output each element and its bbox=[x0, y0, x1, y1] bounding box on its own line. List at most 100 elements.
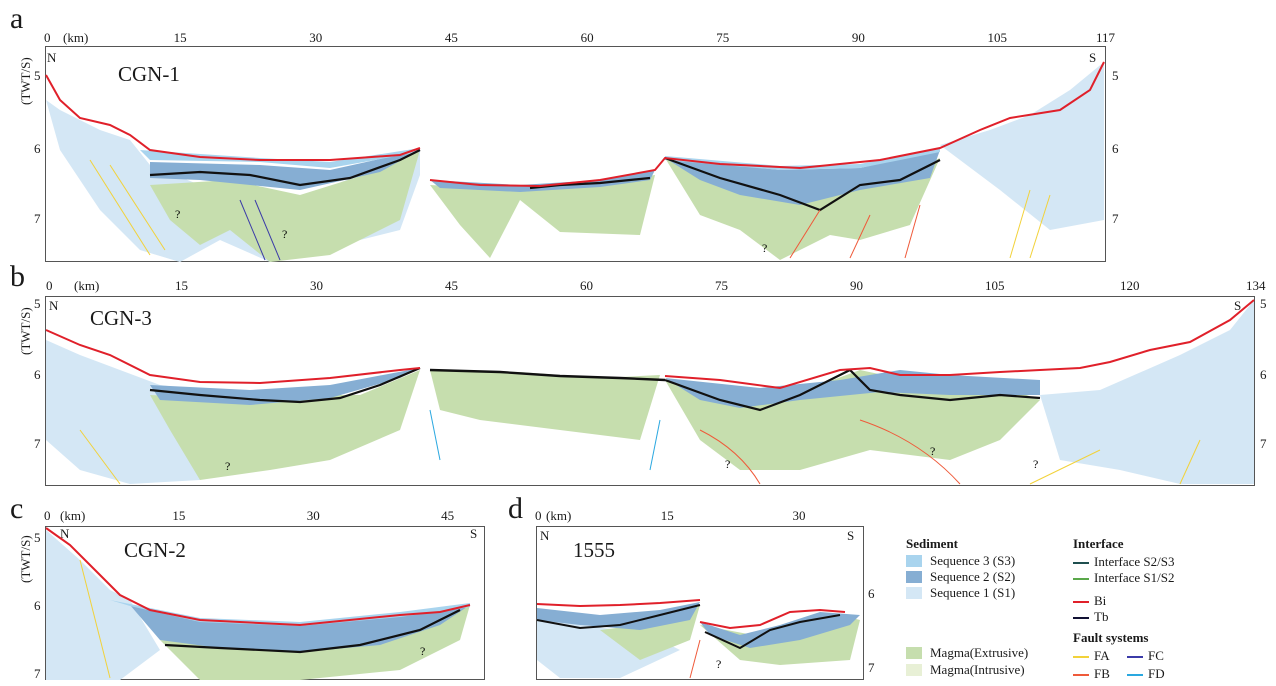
profile-d-geology: ? bbox=[536, 599, 860, 679]
x-tick-label: 0 bbox=[44, 508, 51, 523]
x-tick-label: 15 bbox=[660, 508, 674, 523]
swatch-s1 bbox=[906, 587, 922, 599]
x-tick-label: 105 bbox=[985, 278, 1005, 293]
x-tick-label: 0 bbox=[46, 278, 53, 293]
ytick-left-a-6: 6 bbox=[34, 141, 41, 156]
x-tick-label: 45 bbox=[441, 508, 455, 523]
section-name-cgn1: CGN-1 bbox=[118, 62, 180, 86]
x-tick-label: 30 bbox=[306, 508, 320, 523]
legend-fd: FD bbox=[1148, 666, 1165, 681]
question-mark-d1: ? bbox=[716, 657, 721, 671]
km-unit-d: (km) bbox=[546, 508, 572, 523]
north-label-c: N bbox=[60, 526, 70, 541]
ytick-left-c-6: 6 bbox=[34, 598, 41, 613]
profile-b-geology: ? ? ? ? bbox=[45, 299, 1255, 485]
swatch-magma-intrusive bbox=[906, 664, 922, 676]
x-tick-label: 105 bbox=[987, 30, 1007, 45]
x-tick-label: 45 bbox=[444, 30, 458, 45]
south-label-c: S bbox=[470, 526, 478, 541]
south-label-d: S bbox=[847, 528, 855, 543]
legend-s2-label: Sequence 2 (S2) bbox=[930, 569, 1016, 584]
line-tb bbox=[1073, 617, 1089, 619]
ytick-right-a-6: 6 bbox=[1112, 141, 1119, 156]
line-fa bbox=[1073, 656, 1089, 658]
line-s2s3 bbox=[1073, 562, 1089, 564]
line-fb bbox=[1073, 674, 1089, 676]
legend-tb: Tb bbox=[1094, 609, 1109, 624]
km-unit-c: (km) bbox=[60, 508, 86, 523]
south-label-a: S bbox=[1089, 50, 1097, 65]
x-tick-label: 75 bbox=[716, 30, 730, 45]
km-unit-a: (km) bbox=[63, 30, 89, 45]
ytick-left-a-5: 5 bbox=[34, 68, 41, 83]
x-tick-label: 15 bbox=[175, 278, 188, 293]
legend-s1-label: Sequence 1 (S1) bbox=[930, 585, 1016, 600]
line-fd bbox=[1127, 674, 1143, 676]
x-tick-label: 117 bbox=[1096, 30, 1116, 45]
swatch-s2 bbox=[906, 571, 922, 583]
question-mark-b2: ? bbox=[725, 457, 730, 471]
legend-fb: FB bbox=[1094, 666, 1110, 681]
line-s1s2 bbox=[1073, 578, 1089, 580]
ytick-right-b-7: 7 bbox=[1260, 436, 1267, 451]
south-label-b: S bbox=[1234, 298, 1242, 313]
question-mark-b1: ? bbox=[225, 459, 230, 473]
x-tick-label: 134 bbox=[1246, 278, 1266, 293]
legend-sediment-title: Sediment bbox=[906, 536, 958, 551]
legend-magma-intrusive-label: Magma(Intrusive) bbox=[930, 662, 1025, 677]
ytick-right-b-6: 6 bbox=[1260, 367, 1267, 382]
ytick-right-d-6: 6 bbox=[868, 586, 875, 601]
question-mark-a3: ? bbox=[762, 241, 767, 255]
panel-letter-d: d bbox=[508, 492, 523, 525]
legend-fault-title: Fault systems bbox=[1073, 630, 1149, 645]
ytick-left-c-7: 7 bbox=[34, 666, 41, 681]
profile-c-geology: ? bbox=[45, 527, 471, 680]
x-tick-label: 30 bbox=[309, 30, 323, 45]
x-tick-label: 45 bbox=[445, 278, 458, 293]
legend-interface-title: Interface bbox=[1073, 536, 1124, 551]
x-tick-label: 90 bbox=[851, 30, 865, 45]
question-mark-a2: ? bbox=[282, 227, 287, 241]
line-bi bbox=[1073, 601, 1089, 603]
north-label-d: N bbox=[540, 528, 550, 543]
x-tick-label: 0 bbox=[44, 30, 51, 45]
legend-magma-extrusive-label: Magma(Extrusive) bbox=[930, 645, 1029, 660]
section-name-1555: 1555 bbox=[573, 538, 615, 562]
x-tick-label: 120 bbox=[1120, 278, 1140, 293]
x-tick-label: 90 bbox=[850, 278, 863, 293]
panel-letter-b: b bbox=[10, 260, 25, 293]
legend-interface-s2s3: Interface S2/S3 bbox=[1094, 554, 1175, 569]
question-mark-b4: ? bbox=[1033, 457, 1038, 471]
question-mark-b3: ? bbox=[930, 444, 935, 458]
ytick-left-b-6: 6 bbox=[34, 367, 41, 382]
ytick-right-b-5: 5 bbox=[1260, 296, 1267, 311]
legend-s3-label: Sequence 3 (S3) bbox=[930, 553, 1016, 568]
x-tick-label: 0 bbox=[535, 508, 542, 523]
section-name-cgn2: CGN-2 bbox=[124, 538, 186, 562]
question-mark-a1: ? bbox=[175, 207, 180, 221]
x-tick-label: 15 bbox=[173, 30, 187, 45]
ytick-right-a-7: 7 bbox=[1112, 211, 1119, 226]
legend-fc: FC bbox=[1148, 648, 1164, 663]
ytick-left-b-7: 7 bbox=[34, 436, 41, 451]
ytick-left-c-5: 5 bbox=[34, 530, 41, 545]
legend-interface-s1s2: Interface S1/S2 bbox=[1094, 570, 1175, 585]
x-tick-label: 75 bbox=[715, 278, 728, 293]
north-label-a: N bbox=[47, 50, 57, 65]
panel-letter-c: c bbox=[10, 492, 24, 525]
ytick-left-a-7: 7 bbox=[34, 211, 41, 226]
ytick-right-a-5: 5 bbox=[1112, 68, 1119, 83]
question-mark-c1: ? bbox=[420, 644, 425, 658]
section-name-cgn3: CGN-3 bbox=[90, 306, 152, 330]
panel-letter-a: a bbox=[10, 2, 24, 35]
x-tick-label: 60 bbox=[580, 30, 594, 45]
ytick-left-b-5: 5 bbox=[34, 296, 41, 311]
x-tick-label: 15 bbox=[172, 508, 186, 523]
legend-bi: Bi bbox=[1094, 593, 1107, 608]
legend-fa: FA bbox=[1094, 648, 1110, 663]
swatch-magma-extrusive bbox=[906, 647, 922, 659]
swatch-s3 bbox=[906, 555, 922, 567]
x-tick-label: 30 bbox=[310, 278, 323, 293]
line-fc bbox=[1127, 656, 1143, 658]
